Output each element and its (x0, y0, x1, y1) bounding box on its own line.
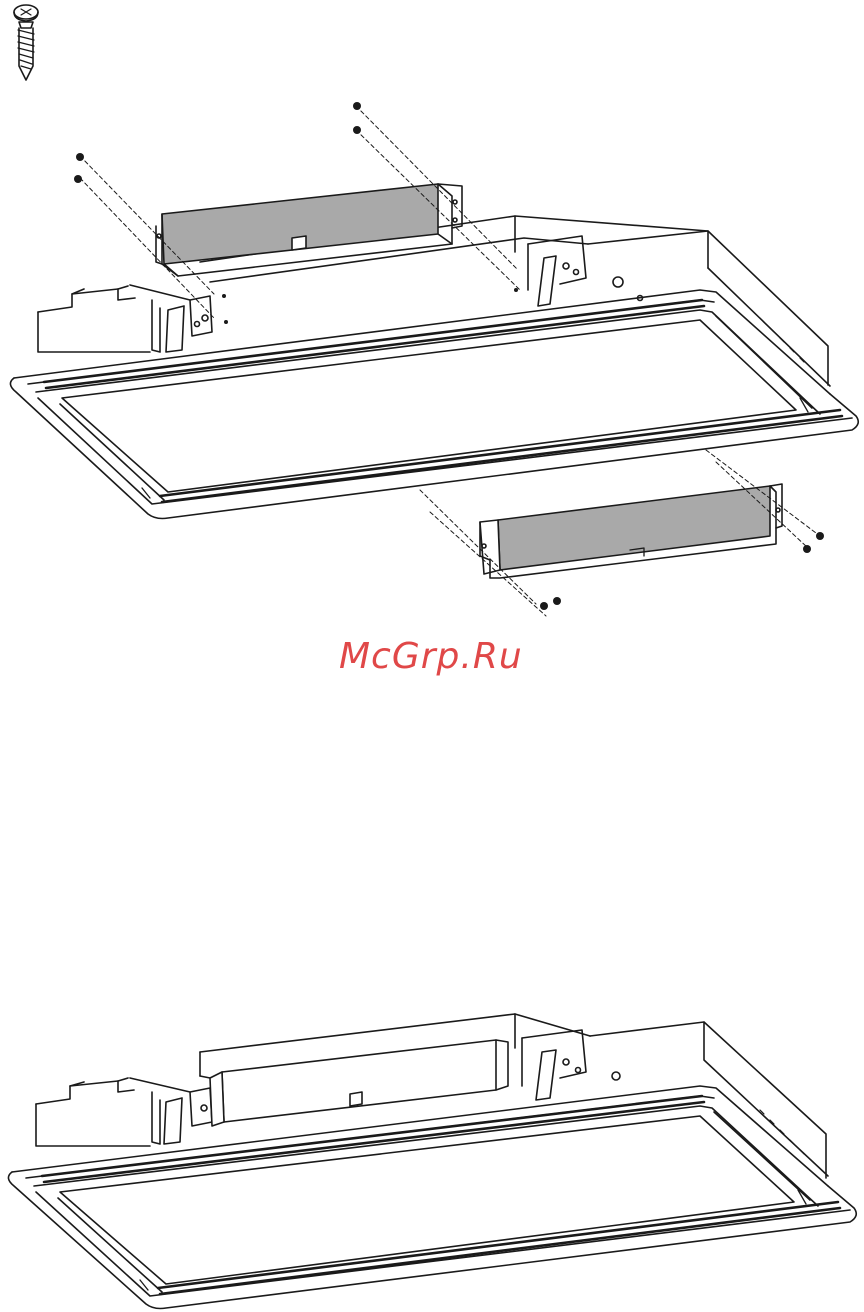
side-cover-panel-front (480, 484, 782, 578)
screw-dot-icon (803, 545, 811, 553)
screw-dot-icon (74, 175, 82, 183)
screw-dot-icon (224, 320, 228, 324)
screw-dot-icon (540, 602, 548, 610)
assembled-view (8, 1014, 856, 1309)
screw-dot-icon (353, 102, 361, 110)
side-cover-panel-installed (200, 1040, 508, 1126)
screw-dot-icon (553, 597, 561, 605)
screw-dot-icon (222, 294, 226, 298)
exploded-view (10, 102, 858, 616)
screw-dot-icon (514, 288, 518, 292)
watermark-text: McGrp.Ru (339, 636, 523, 677)
screw-dot-icon (76, 153, 84, 161)
tapping-screw-icon (14, 5, 38, 80)
screw-dot-icon (353, 126, 361, 134)
screw-dot-icon (816, 532, 824, 540)
ceiling-cassette-unit (10, 216, 858, 519)
